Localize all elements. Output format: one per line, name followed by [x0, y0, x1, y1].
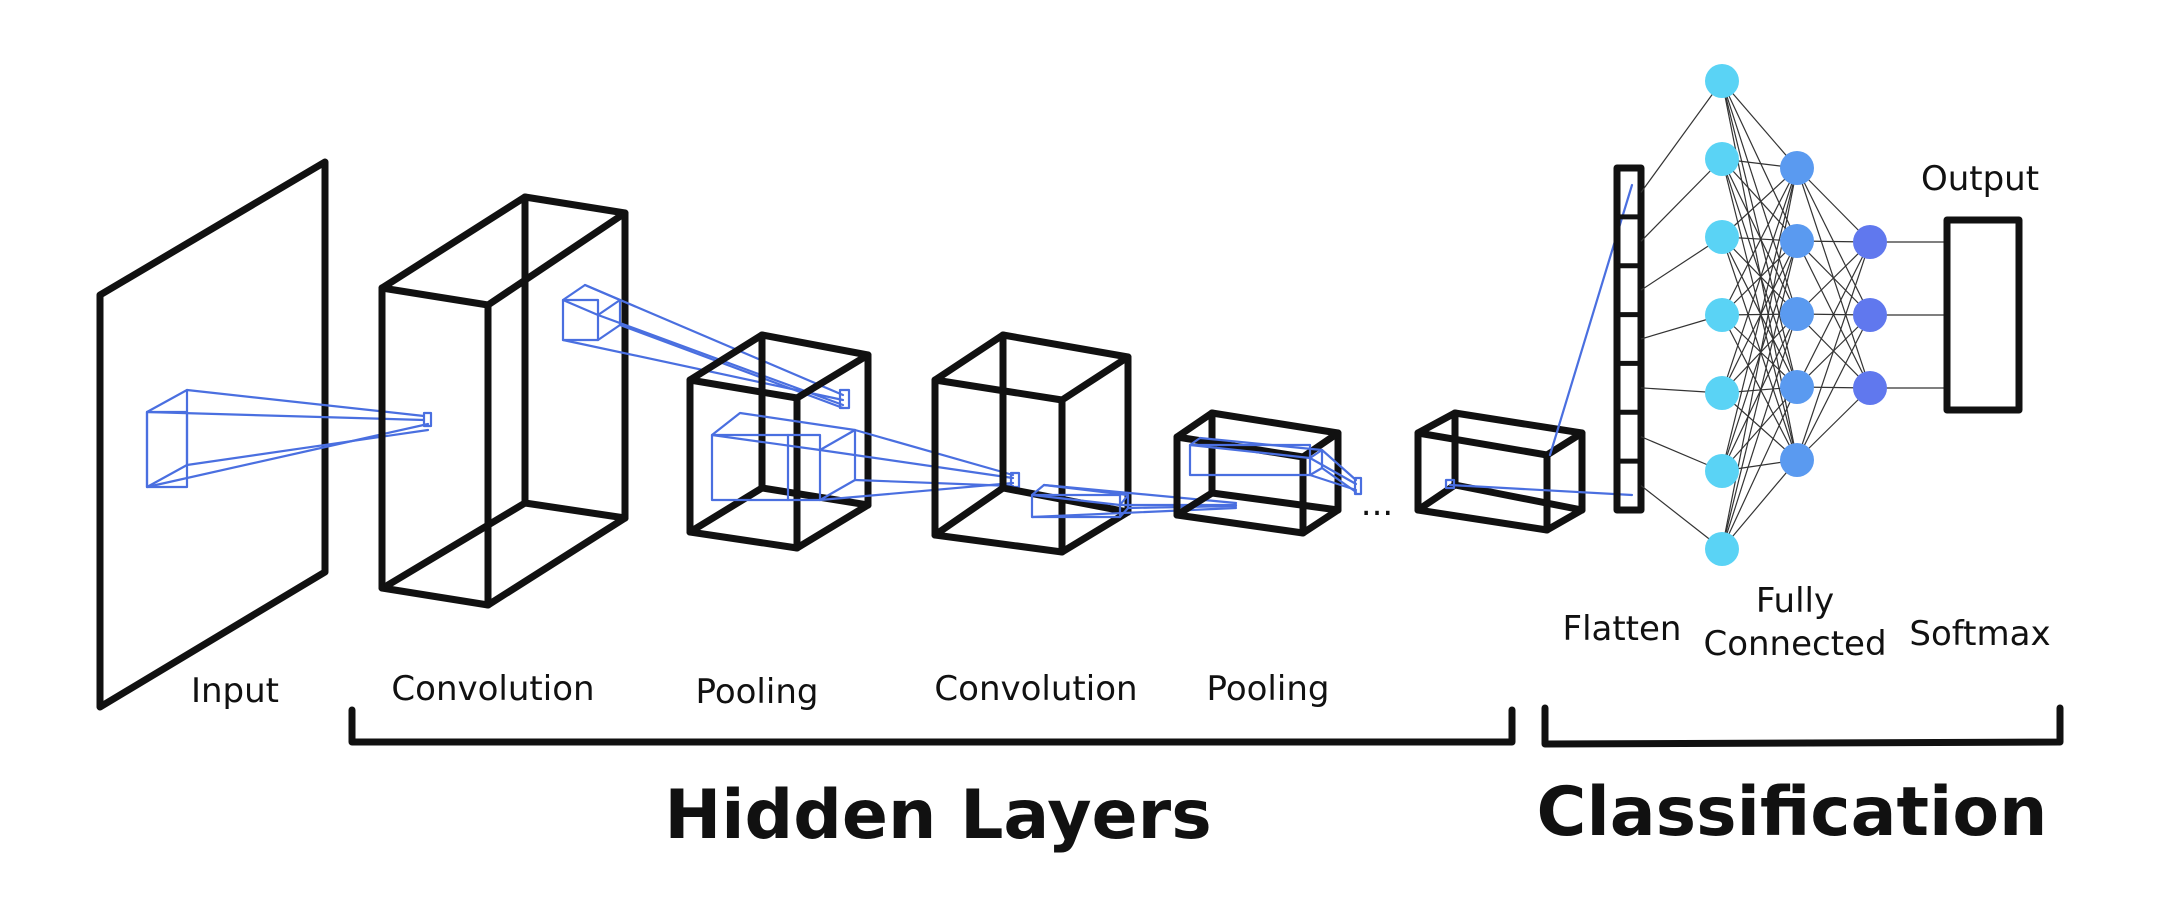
flatten-column [1613, 164, 1645, 514]
neuron-node-layer-1 [1705, 142, 1739, 176]
neuron-node-layer-1 [1705, 298, 1739, 332]
dense-connection [1796, 241, 1871, 461]
dense-connection [1721, 314, 1798, 461]
dense-connection [1721, 240, 1798, 550]
flatten-connection [1640, 158, 1723, 242]
dense-connection [1721, 158, 1798, 388]
dense-connection [1721, 313, 1798, 550]
dense-connection [1721, 240, 1798, 316]
neuron-node-layer-1 [1705, 220, 1739, 254]
ellipsis-label: ... [1361, 484, 1393, 524]
dense-connection [1721, 236, 1798, 315]
dense-connection [1721, 386, 1798, 550]
neuron-node-layer-3 [1853, 298, 1887, 332]
classification-bracket [1541, 704, 2064, 748]
pooling-volume-1 [686, 331, 1021, 552]
dense-connection [1721, 80, 1798, 242]
pooling-2-label: Pooling [1207, 669, 1330, 709]
neuron-node-layer-3 [1853, 225, 1887, 259]
input-label: Input [191, 671, 279, 711]
dense-connection [1721, 80, 1798, 315]
convolution-volume-2 [931, 331, 1238, 556]
input-receptive-field [145, 388, 433, 489]
dense-connection [1721, 167, 1798, 394]
neuron-node-layer-2 [1780, 224, 1814, 258]
dense-connection [1721, 158, 1798, 315]
final-feature-volume [1414, 183, 1634, 534]
dense-connection [1796, 314, 1871, 461]
neuron-node-layer-2 [1780, 297, 1814, 331]
neuron-node-layer-2 [1780, 370, 1814, 404]
output-label: Output [1921, 159, 2039, 199]
flatten-connection [1640, 485, 1723, 550]
hidden-layers-bracket [348, 706, 1516, 746]
convolution-2-label: Convolution [934, 669, 1137, 709]
dense-connection [1721, 167, 1798, 472]
flatten-label: Flatten [1563, 609, 1682, 649]
neuron-node-layer-1 [1705, 64, 1739, 98]
dense-connection [1721, 314, 1798, 388]
dense-connection [1721, 80, 1798, 388]
dense-connection [1796, 241, 1871, 388]
dense-connection [1721, 236, 1798, 461]
fully-connected-label-line2: Connected [1703, 624, 1886, 664]
pooling-1-label: Pooling [696, 672, 819, 712]
dense-connection [1721, 80, 1798, 169]
dense-connection [1721, 158, 1798, 461]
softmax-label: Softmax [1909, 614, 2050, 654]
neuron-node-layer-2 [1780, 443, 1814, 477]
hidden-layers-title: Hidden Layers [664, 776, 1211, 855]
dense-connection [1796, 387, 1871, 461]
fully-connected-nodes [1705, 64, 1887, 566]
dense-connection [1796, 241, 1871, 315]
dense-connection [1721, 386, 1798, 472]
flatten-connection [1640, 80, 1723, 193]
neuron-node-layer-3 [1853, 371, 1887, 405]
dense-connection [1721, 158, 1798, 242]
classification-title: Classification [1537, 773, 2048, 852]
final-volume-projection [1444, 183, 1634, 497]
dense-connection [1721, 240, 1798, 394]
dense-connection [1721, 236, 1798, 388]
dense-connection [1721, 167, 1798, 316]
pooling-volume-2 [1173, 409, 1363, 537]
dense-connection [1796, 167, 1871, 243]
fully-connected-label-line1: Fully [1756, 581, 1834, 621]
neuron-node-layer-1 [1705, 454, 1739, 488]
neuron-node-layer-1 [1705, 376, 1739, 410]
dense-connection [1721, 459, 1798, 550]
neuron-node-layer-2 [1780, 151, 1814, 185]
pooling-2-receptive-field [1188, 436, 1363, 496]
convolution-1-label: Convolution [391, 669, 594, 709]
output-box [1943, 216, 2023, 414]
fully-connected-connections [1640, 80, 1947, 550]
neuron-node-layer-1 [1705, 532, 1739, 566]
dense-connection [1721, 313, 1798, 394]
convolution-volume-1 [378, 193, 851, 609]
